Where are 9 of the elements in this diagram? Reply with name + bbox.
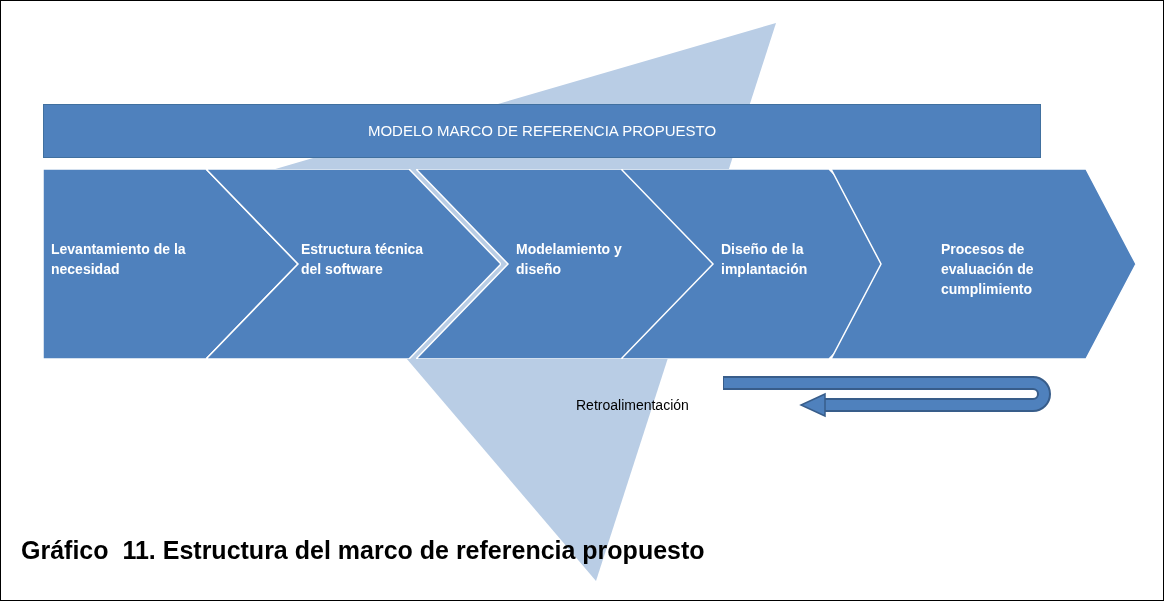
band-title: MODELO MARCO DE REFERENCIA PROPUESTO xyxy=(366,121,718,141)
step-label: Estructura técnica del software xyxy=(301,240,425,279)
title-band xyxy=(43,104,1041,158)
annotation-label: Retroalimentación xyxy=(576,397,689,413)
step-label: Modelamiento y diseño xyxy=(516,240,623,279)
step-label: Levantamiento de la necesidad xyxy=(51,240,187,279)
step-label: Diseño de la implantación xyxy=(721,240,809,279)
figure-caption: Gráfico 11. Estructura del marco de referencia propuesto xyxy=(21,536,705,565)
step-label: Procesos de evaluación de cumplimiento xyxy=(941,240,1035,299)
